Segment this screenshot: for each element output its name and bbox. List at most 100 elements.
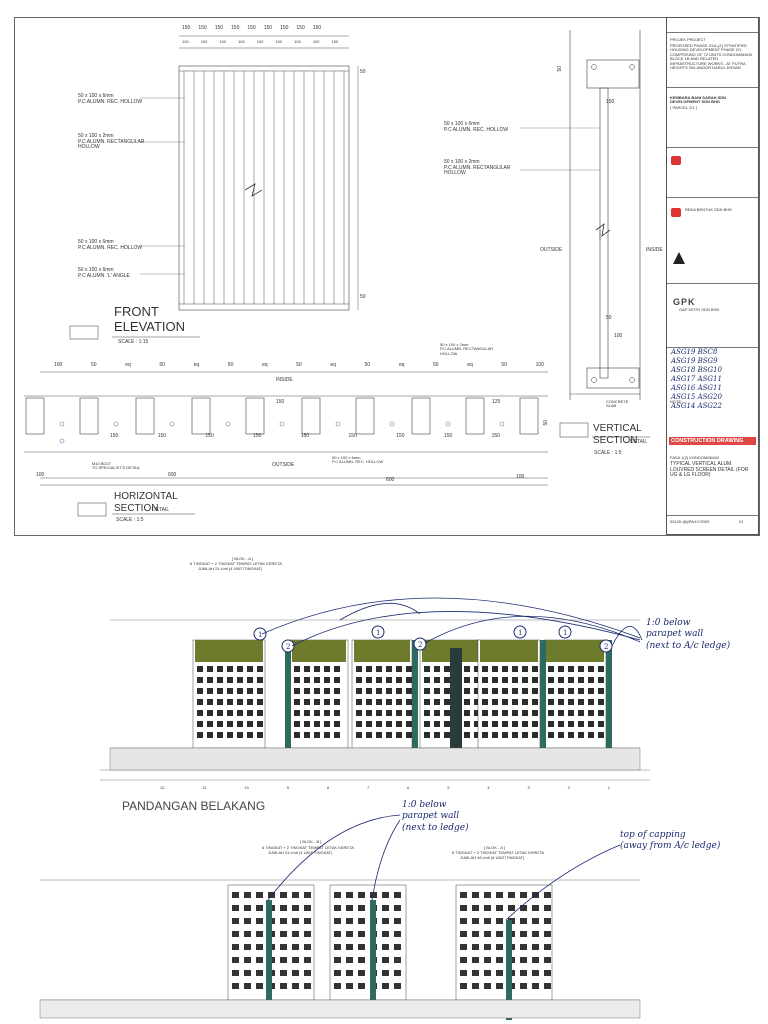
window bbox=[207, 721, 213, 727]
annotation-lower-left: 1:0 below parapet wall (next to ledge) bbox=[402, 800, 469, 833]
project-label: PROJEK PROJECT bbox=[670, 37, 706, 42]
hs-mullion bbox=[191, 397, 211, 435]
window bbox=[558, 710, 564, 716]
window bbox=[256, 918, 263, 924]
hs-bolt-mark bbox=[389, 421, 395, 427]
window bbox=[532, 944, 539, 950]
window bbox=[544, 892, 551, 898]
bay-number-3: 9 bbox=[286, 785, 289, 790]
window bbox=[578, 688, 584, 694]
vertical-section-title-2: SECTION bbox=[593, 435, 638, 446]
window bbox=[578, 710, 584, 716]
window bbox=[484, 918, 491, 924]
hs-dim-100-right: 100 bbox=[516, 474, 525, 480]
window bbox=[598, 677, 604, 683]
window bbox=[304, 905, 311, 911]
window bbox=[558, 732, 564, 738]
window bbox=[394, 918, 401, 924]
window bbox=[232, 957, 239, 963]
window bbox=[244, 944, 251, 950]
window bbox=[217, 677, 223, 683]
stair-core bbox=[450, 648, 462, 748]
window bbox=[394, 957, 401, 963]
marker-label: 2 bbox=[604, 643, 608, 651]
hs-bolt-mark bbox=[445, 421, 451, 427]
marker-label: 1 bbox=[563, 629, 567, 637]
window bbox=[434, 710, 440, 716]
window bbox=[434, 677, 440, 683]
window bbox=[394, 892, 401, 898]
window bbox=[472, 918, 479, 924]
window bbox=[304, 983, 311, 989]
window bbox=[424, 688, 430, 694]
window bbox=[522, 677, 528, 683]
window bbox=[217, 721, 223, 727]
hs-150-dim-6: 150 bbox=[396, 433, 405, 439]
window bbox=[382, 944, 389, 950]
window bbox=[334, 710, 340, 716]
window bbox=[568, 688, 574, 694]
marker-circle bbox=[513, 625, 527, 639]
window bbox=[464, 699, 470, 705]
window bbox=[280, 931, 287, 937]
architect-name: REKA BENTUK SDN BHD bbox=[685, 207, 733, 212]
client-name: KEMBARA BANI SARAH SDN DEVELOPMENT SDN B… bbox=[670, 95, 727, 105]
window bbox=[482, 732, 488, 738]
window bbox=[382, 983, 389, 989]
window bbox=[406, 721, 412, 727]
vertical-section-title-1: VERTICAL bbox=[593, 423, 642, 434]
window bbox=[474, 677, 480, 683]
window bbox=[512, 666, 518, 672]
window bbox=[304, 666, 310, 672]
window bbox=[460, 957, 467, 963]
window bbox=[472, 970, 479, 976]
window bbox=[548, 677, 554, 683]
window bbox=[292, 944, 299, 950]
window bbox=[558, 666, 564, 672]
top-dim-3: 150 bbox=[231, 25, 240, 31]
window bbox=[217, 688, 223, 694]
window bbox=[568, 666, 574, 672]
hs-top-dim-8: eq bbox=[330, 362, 336, 368]
window bbox=[472, 944, 479, 950]
window bbox=[532, 666, 538, 672]
window bbox=[217, 710, 223, 716]
window bbox=[247, 688, 253, 694]
front-elevation-title-2: ELEVATION bbox=[114, 319, 186, 334]
window bbox=[496, 931, 503, 937]
window bbox=[492, 688, 498, 694]
window bbox=[386, 732, 392, 738]
hs-150-dim-2: 150 bbox=[205, 433, 214, 439]
window bbox=[496, 944, 503, 950]
window bbox=[424, 699, 430, 705]
vs-dim-100: 100 bbox=[614, 333, 623, 339]
window bbox=[520, 905, 527, 911]
window bbox=[598, 710, 604, 716]
revision: 01 bbox=[739, 519, 744, 524]
hs-150-dim-4: 150 bbox=[300, 433, 310, 439]
window bbox=[520, 918, 527, 924]
hs-dim-125: 125 bbox=[492, 399, 501, 405]
window bbox=[358, 905, 365, 911]
window bbox=[496, 983, 503, 989]
window bbox=[227, 732, 233, 738]
window bbox=[304, 970, 311, 976]
window bbox=[244, 931, 251, 937]
drawing-number: 00126-@||PA/LY/2009 bbox=[670, 519, 710, 524]
window bbox=[598, 732, 604, 738]
window bbox=[237, 732, 243, 738]
window bbox=[482, 666, 488, 672]
hs-top-dim-2: eq bbox=[125, 362, 131, 368]
window bbox=[482, 699, 488, 705]
window bbox=[232, 983, 239, 989]
window bbox=[474, 666, 480, 672]
hs-side: 50 bbox=[543, 419, 550, 426]
louvre-screen bbox=[266, 900, 272, 1000]
window bbox=[292, 918, 299, 924]
window bbox=[396, 721, 402, 727]
window bbox=[366, 699, 372, 705]
hs-dim-600-right: 600 bbox=[386, 477, 395, 483]
window bbox=[257, 710, 263, 716]
